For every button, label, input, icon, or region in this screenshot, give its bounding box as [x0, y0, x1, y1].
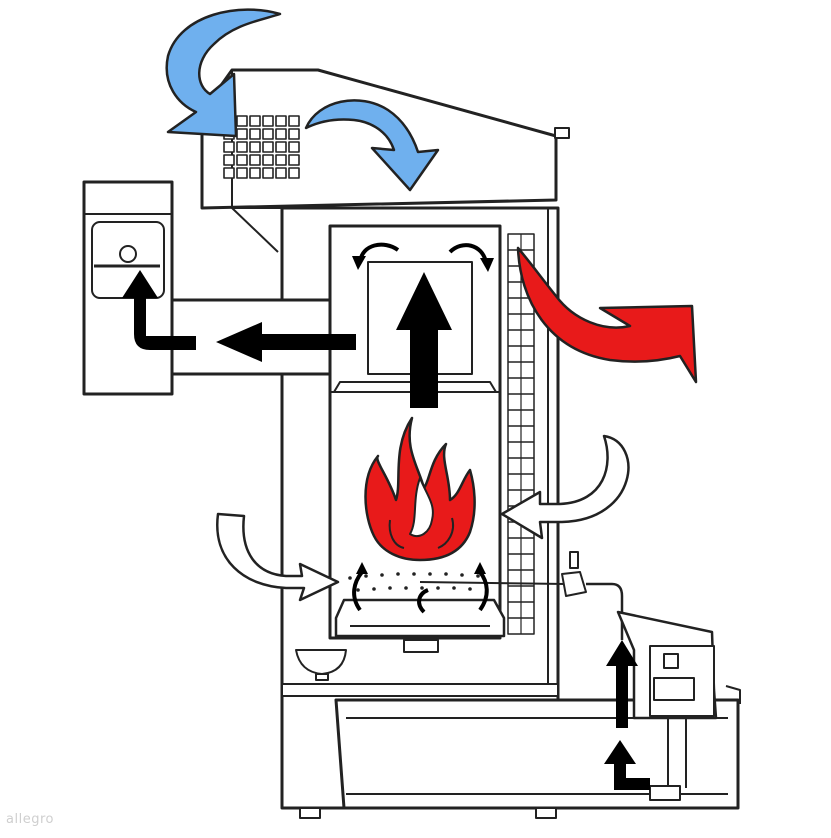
- flame-icon: [364, 416, 476, 562]
- exhaust-flow-arrow-icon: [216, 322, 356, 362]
- exhaust-flow-arrow-icon: [356, 562, 486, 574]
- exhaust-flow-arrow-icon: [352, 570, 489, 614]
- exhaust-flow-arrow-icon: [352, 256, 494, 272]
- warm-air-outflow-arrow-icon: [516, 246, 698, 384]
- exhaust-flow-arrow-icon: [122, 270, 196, 350]
- air-holes: [348, 572, 480, 592]
- combustion-air-arrow-icon: [216, 512, 340, 602]
- fresh-air-intake-arrow-icon: [165, 8, 282, 138]
- combustion-air-arrow-icon: [500, 434, 630, 540]
- fresh-air-intake-arrow-icon: [304, 99, 440, 192]
- exhaust-flow-arrow-icon: [396, 272, 452, 408]
- watermark: allegro: [6, 812, 54, 827]
- side-vents: [507, 233, 535, 635]
- fuel-flow-arrow-icon: [604, 640, 650, 790]
